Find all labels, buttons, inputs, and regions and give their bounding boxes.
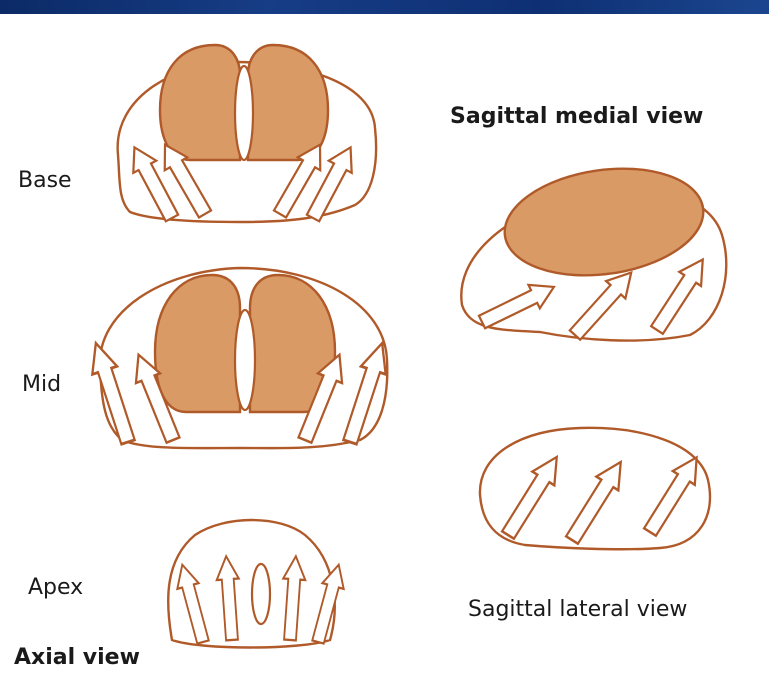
label-apex: Apex xyxy=(28,575,83,600)
axial-mid-section xyxy=(83,268,394,448)
label-sagittal-medial-view: Sagittal medial view xyxy=(450,104,703,129)
label-mid: Mid xyxy=(22,372,61,397)
axial-apex-section xyxy=(168,520,349,648)
left-lobe xyxy=(160,45,240,160)
urethra xyxy=(235,66,253,160)
sagittal-lateral-section xyxy=(480,428,710,549)
right-lobe xyxy=(248,45,328,160)
urethra xyxy=(252,564,270,624)
sagittal-medial-section xyxy=(461,157,726,344)
label-axial-view: Axial view xyxy=(14,645,140,670)
label-base: Base xyxy=(18,168,72,193)
axial-base-section xyxy=(118,45,376,224)
label-sagittal-lateral-view: Sagittal lateral view xyxy=(468,597,687,622)
urethra xyxy=(235,310,255,410)
